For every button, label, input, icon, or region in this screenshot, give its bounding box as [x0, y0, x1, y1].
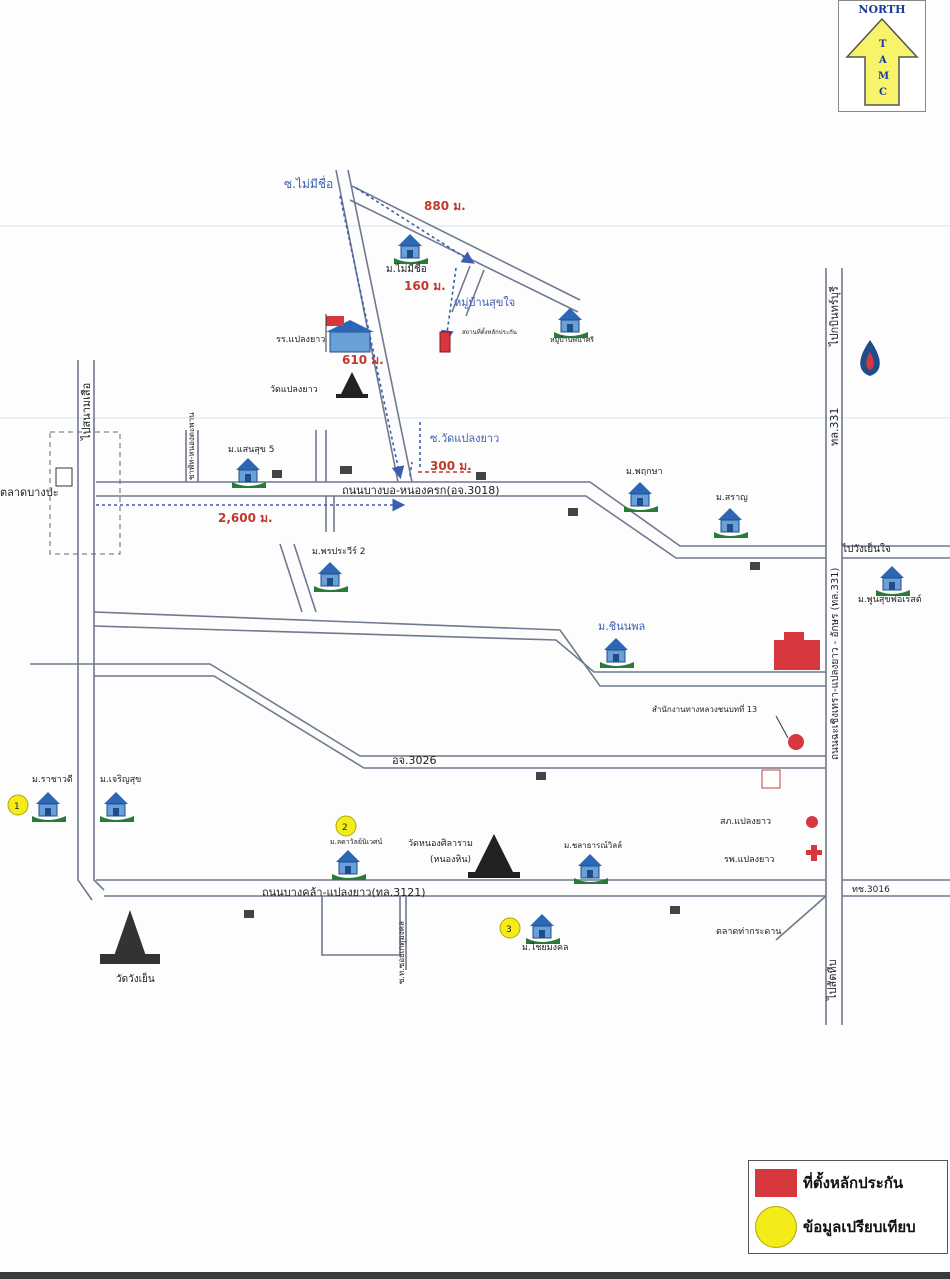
label-market-left: ตลาดบางปะ — [0, 486, 59, 499]
label-road-3026: อจ.3026 — [392, 754, 437, 767]
comparable-marker-3: 3 — [499, 917, 521, 939]
house-icon-east-top — [553, 307, 589, 339]
label-soi-south-vertical: ซ.ท.ซอยเกตุมงคล — [397, 921, 406, 984]
comparable-marker-2: 2 — [335, 815, 357, 837]
north-arrow-box: NORTH T A M C — [838, 0, 926, 112]
label-mu-rachawadee: ม.ราชาวดี — [32, 774, 73, 785]
small-building-icons — [244, 466, 760, 918]
label-wat-rangsen: วัดวังเย็น — [116, 971, 155, 985]
label-hospital: รพ.แปลงยาว — [724, 855, 774, 865]
label-wat-nongsala-sub: (หนองหิน) — [430, 854, 471, 865]
road-3018-south-edge — [96, 495, 826, 559]
label-west-road: ไปสนามเสือ — [80, 383, 93, 441]
label-mu-charoensuk: ม.เจริญสุข — [100, 774, 141, 785]
label-road-3121: ถนนบางคล้า-แปลงยาว(ทล.3121) — [262, 886, 426, 899]
road-west-right — [93, 360, 105, 891]
school-icon — [325, 314, 374, 353]
legend-subject-swatch — [755, 1169, 797, 1197]
label-soi-left-vertical: ชาพัท-หนองตะพาน — [187, 412, 196, 480]
label-mu-praewa2: ม.พรประวีร์ 2 — [312, 545, 365, 557]
office-icon — [788, 734, 804, 750]
label-office13: สำนักงานทางหลวงชนบทที่ 13 — [652, 703, 757, 714]
label-police: สภ.แปลงยาว — [720, 817, 771, 827]
label-mu-baansukjai: หมู่บ้านสุขใจ — [454, 296, 515, 309]
temple-icon-plaeng — [336, 372, 368, 398]
subject-property-marker — [439, 331, 451, 353]
label-subject-property: สถานที่ตั้งหลักประกัน — [462, 326, 517, 336]
bottom-border — [0, 1272, 950, 1279]
label-talat: ตลาดท่ากระดาน — [716, 927, 781, 937]
label-mu-chaimongkol: ม.ไชยมงคล — [522, 942, 569, 953]
label-mu-sukhumvit5: ม.แสนสุข 5 — [228, 445, 274, 455]
route-lines — [96, 187, 475, 512]
distance-2600: 2,600 ม. — [218, 511, 273, 525]
north-title: NORTH — [858, 3, 906, 16]
house-icon-praewa2 — [313, 561, 349, 593]
hospital-cross-icon — [806, 845, 822, 861]
north-arrow-icon: T A M C — [845, 17, 919, 106]
house-icon-charoensuk — [99, 791, 135, 823]
house-icon-sara — [713, 507, 749, 539]
svg-text:T: T — [879, 39, 887, 50]
label-mu-east-top: หมู่บ้านพนาศรี — [550, 336, 594, 344]
label-mu-sara: ม.สราญ — [716, 493, 748, 503]
label-wat-nongsala: วัดหนองศิลาราม — [408, 838, 473, 849]
police-box-icon — [761, 769, 781, 789]
label-mu-patch: ม.พฤกษา — [626, 467, 663, 477]
distance-880: 880 ม. — [424, 199, 466, 213]
road-3018-north-edge — [96, 481, 826, 547]
comparable-marker-1: 1 — [7, 794, 29, 816]
map-legend: ที่ตั้งหลักประกัน ข้อมูลเปรียบเทียบ — [748, 1160, 948, 1254]
house-icon-maisinchue — [393, 233, 429, 265]
label-wat-plaeng: วัดแปลงยาว — [270, 385, 318, 395]
svg-text:C: C — [879, 87, 887, 98]
label-mu-khem: ม.ลดาวัลย์นิเวศน์ — [330, 838, 382, 846]
government-building-icon — [774, 632, 820, 670]
label-mu-maisinchue: ม.ไม่มีชื่อ — [386, 261, 427, 275]
temple-icon-nongsala — [468, 834, 520, 878]
svg-text:A: A — [878, 55, 887, 66]
distance-300: 300 ม. — [430, 459, 472, 473]
svg-text:M: M — [878, 71, 889, 82]
label-east-highway: ถนนฉะเชิงเทรา-แปลงยาว - อักษร (ทล.331) — [830, 567, 841, 760]
label-east-branch: ไปวังเย็นใจ — [841, 541, 891, 555]
label-south-road: ไปสัตหีบ — [826, 959, 839, 1001]
legend-row-comparable: ข้อมูลเปรียบเทียบ — [749, 1205, 947, 1249]
house-icon-phunsuk — [875, 565, 911, 597]
house-icon-chinnaphon — [599, 637, 635, 669]
label-road-3018: ถนนบางบอ-หนองครก(อจ.3018) — [342, 484, 500, 497]
legend-subject-label: ที่ตั้งหลักประกัน — [803, 1174, 904, 1192]
gas-station-icon — [860, 340, 880, 376]
temple-icon-rangsen — [100, 910, 160, 964]
label-school: รร.แปลงยาว — [276, 335, 325, 345]
house-icon-rachawadee — [31, 791, 67, 823]
road-network — [30, 169, 950, 1025]
distance-610: 610 ม. — [342, 353, 384, 367]
convenience-store-icon — [55, 467, 73, 487]
legend-comparable-label: ข้อมูลเปรียบเทียบ — [803, 1218, 916, 1236]
label-road-331: ทล.331 — [828, 408, 841, 446]
svg-text:1: 1 — [14, 802, 20, 812]
label-east-north: ไปกบินทร์บุรี — [828, 286, 841, 347]
label-road-3016: ทช.3016 — [852, 885, 890, 895]
label-soi-maisinchue: ซ.ไม่มีชื่อ — [284, 175, 333, 191]
house-icon-chaimongkol — [525, 913, 561, 945]
house-icon-patch — [623, 481, 659, 513]
svg-text:3: 3 — [506, 925, 512, 935]
road-west-left — [77, 360, 93, 901]
house-icon-khem — [331, 849, 367, 881]
distance-160: 160 ม. — [404, 279, 446, 293]
label-mu-phunsuk: ม.พูนสุขฟอเรสต์ — [858, 593, 922, 605]
police-icon — [806, 816, 818, 828]
legend-comparable-swatch — [755, 1206, 797, 1248]
label-soi-watplaeng: ซ.วัดแปลงยาว — [430, 432, 499, 445]
market-area-outline — [49, 431, 121, 555]
label-mu-sukhiranya: ม.ชลาธารณ์วิลล์ — [564, 840, 622, 850]
house-icon-sukhumvit5 — [231, 457, 267, 489]
label-mu-chinnaphon: ม.ชินนพล — [598, 620, 645, 633]
legend-row-subject: ที่ตั้งหลักประกัน — [749, 1161, 947, 1205]
svg-text:2: 2 — [342, 823, 348, 833]
